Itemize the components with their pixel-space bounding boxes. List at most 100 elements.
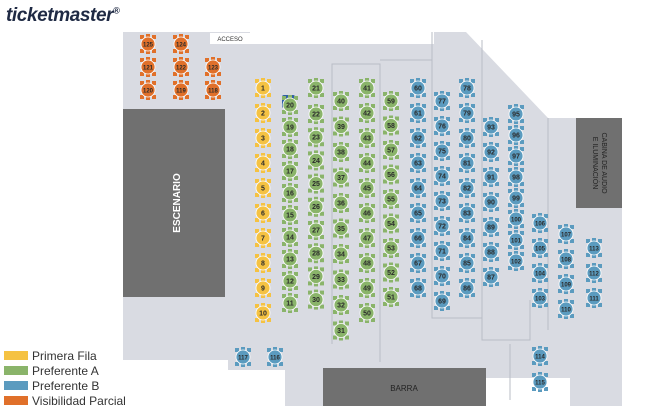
table-122[interactable]: 122 [173,57,189,77]
table-12[interactable]: 12 [282,271,298,291]
table-80[interactable]: 80 [459,128,475,148]
table-30[interactable]: 30 [308,289,324,310]
table-124[interactable]: 124 [173,34,189,54]
table-118[interactable]: 118 [205,80,221,100]
table-48[interactable]: 48 [359,253,375,273]
table-13[interactable]: 13 [282,249,298,269]
table-113[interactable]: 113 [586,238,602,258]
table-121[interactable]: 121 [140,57,156,77]
table-41[interactable]: 41 [359,78,375,98]
table-14[interactable]: 14 [282,227,298,247]
table-36[interactable]: 36 [333,193,349,213]
table-61[interactable]: 61 [410,103,426,123]
table-51[interactable]: 51 [383,287,399,307]
table-22[interactable]: 22 [308,104,324,124]
table-1[interactable]: 1 [255,78,271,98]
table-91[interactable]: 91 [483,167,499,187]
table-68[interactable]: 68 [410,278,426,298]
table-8[interactable]: 8 [255,253,271,273]
table-65[interactable]: 65 [410,203,426,223]
table-116[interactable]: 116 [267,347,283,367]
table-28[interactable]: 28 [308,243,324,264]
table-25[interactable]: 25 [308,173,324,194]
table-32[interactable]: 32 [333,295,349,315]
table-79[interactable]: 79 [459,103,475,123]
table-45[interactable]: 45 [359,178,375,198]
table-93[interactable]: 93 [483,117,499,137]
table-90[interactable]: 90 [483,192,499,212]
table-26[interactable]: 26 [308,196,324,217]
table-55[interactable]: 55 [383,189,399,209]
table-123[interactable]: 123 [205,57,221,77]
table-42[interactable]: 42 [359,103,375,123]
table-81[interactable]: 81 [459,153,475,173]
table-73[interactable]: 73 [434,191,450,211]
table-67[interactable]: 67 [410,253,426,273]
table-53[interactable]: 53 [383,238,399,258]
table-104[interactable]: 104 [532,263,548,283]
table-110[interactable]: 110 [558,299,574,319]
table-86[interactable]: 86 [459,278,475,298]
table-114[interactable]: 114 [532,346,548,366]
table-99[interactable]: 99 [508,188,524,208]
table-47[interactable]: 47 [359,228,375,248]
table-96[interactable]: 96 [508,125,524,145]
table-66[interactable]: 66 [410,228,426,248]
table-16[interactable]: 16 [282,183,298,203]
table-37[interactable]: 37 [333,167,349,188]
table-10[interactable]: 10 [255,303,271,323]
table-15[interactable]: 15 [282,205,298,225]
table-33[interactable]: 33 [333,269,349,290]
table-69[interactable]: 69 [434,291,450,311]
table-120[interactable]: 120 [140,80,156,100]
table-59[interactable]: 59 [383,91,399,111]
table-20[interactable]: 20 [282,95,298,115]
table-63[interactable]: 63 [410,153,426,173]
table-54[interactable]: 54 [383,213,399,234]
table-77[interactable]: 77 [434,91,450,111]
table-72[interactable]: 72 [434,216,450,236]
table-100[interactable]: 100 [508,209,524,229]
table-95[interactable]: 95 [508,104,524,124]
table-46[interactable]: 46 [359,203,375,223]
table-11[interactable]: 11 [282,293,298,313]
table-52[interactable]: 52 [383,262,399,283]
table-4[interactable]: 4 [255,153,271,173]
table-31[interactable]: 31 [333,320,349,341]
table-82[interactable]: 82 [459,178,475,198]
table-102[interactable]: 102 [508,251,524,271]
table-125[interactable]: 125 [140,34,156,54]
table-7[interactable]: 7 [255,228,271,248]
table-84[interactable]: 84 [459,228,475,248]
table-29[interactable]: 29 [308,266,324,287]
table-78[interactable]: 78 [459,78,475,98]
table-74[interactable]: 74 [434,166,450,186]
table-103[interactable]: 103 [532,288,548,308]
table-97[interactable]: 97 [508,146,524,166]
table-98[interactable]: 98 [508,167,524,187]
table-117[interactable]: 117 [235,347,251,367]
table-70[interactable]: 70 [434,266,450,286]
table-108[interactable]: 108 [558,249,574,269]
table-89[interactable]: 89 [483,217,499,237]
table-39[interactable]: 39 [333,116,349,137]
table-119[interactable]: 119 [173,80,189,100]
table-83[interactable]: 83 [459,203,475,223]
table-60[interactable]: 60 [410,78,426,98]
table-19[interactable]: 19 [282,117,298,137]
table-38[interactable]: 38 [333,142,349,162]
table-107[interactable]: 107 [558,224,574,244]
table-40[interactable]: 40 [333,91,349,111]
table-17[interactable]: 17 [282,161,298,181]
table-62[interactable]: 62 [410,128,426,148]
table-105[interactable]: 105 [532,238,548,258]
table-76[interactable]: 76 [434,116,450,136]
table-18[interactable]: 18 [282,139,298,159]
table-5[interactable]: 5 [255,178,271,198]
table-85[interactable]: 85 [459,253,475,273]
table-112[interactable]: 112 [586,263,602,283]
table-88[interactable]: 88 [483,242,499,262]
table-23[interactable]: 23 [308,127,324,148]
table-101[interactable]: 101 [508,230,524,250]
table-87[interactable]: 87 [483,267,499,287]
